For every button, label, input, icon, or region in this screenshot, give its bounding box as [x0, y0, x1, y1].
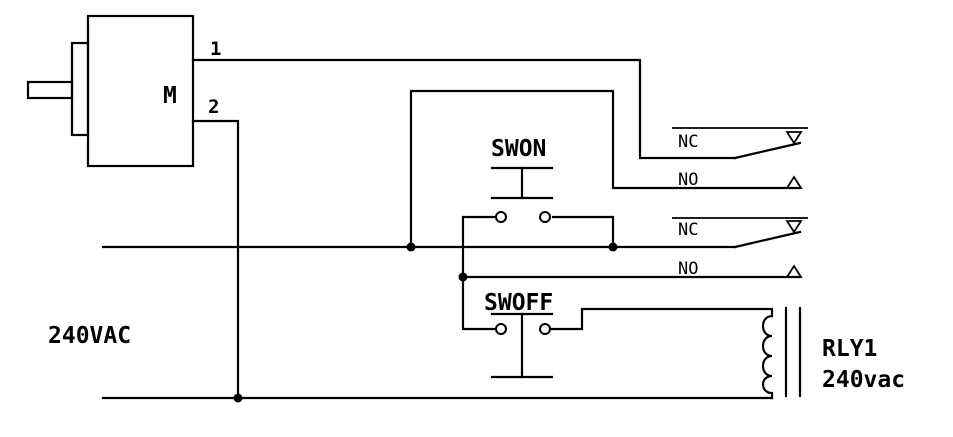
relay-rating: 240vac [822, 367, 905, 393]
swon-label: SWON [491, 136, 546, 162]
switch-on[interactable]: SWON [461, 136, 615, 279]
wire-swon-right [551, 215, 615, 249]
junction-dot [406, 242, 416, 252]
relay-contact-1: NC NO [672, 127, 808, 190]
no1-terminal [785, 175, 803, 189]
wire-swoff-left [461, 275, 500, 331]
wire-feed-no1 [409, 89, 802, 249]
nc1-terminal [785, 131, 803, 145]
supply-label: 240VAC [48, 323, 131, 349]
swon-contact-right [539, 211, 551, 223]
coil-windings [761, 314, 774, 400]
wire-swoff-coil [548, 307, 774, 331]
relay-contact-2: NC NO [611, 217, 808, 279]
swoff-contact-right [539, 323, 551, 335]
motor-label: M [163, 83, 177, 109]
no1-label: NO [678, 170, 698, 190]
nc2-terminal [785, 220, 803, 234]
nc1-label: NC [678, 132, 698, 152]
junction-dot [608, 242, 618, 252]
nc2-label: NC [678, 220, 698, 240]
relay-name: RLY1 [822, 336, 877, 362]
nc1-arm [733, 141, 802, 160]
motor-shaft [26, 80, 74, 100]
motor-pin2-label: 2 [208, 96, 219, 118]
swon-contact-left [495, 211, 507, 223]
relay-coil: RLY1 240vac [761, 306, 905, 400]
switch-off[interactable]: SWOFF [484, 290, 553, 379]
motor: M 1 2 [26, 14, 221, 168]
wire-swon-left [461, 215, 500, 279]
wire-motor-pin1 [191, 58, 737, 160]
junction-dot [233, 393, 243, 403]
swoff-contact-left [495, 323, 507, 335]
wire-motor-pin2 [191, 119, 240, 400]
no2-label: NO [678, 259, 698, 279]
motor-flange [70, 41, 90, 137]
swoff-label: SWOFF [484, 290, 553, 316]
nc2-arm [733, 230, 802, 249]
motor-pin1-label: 1 [210, 38, 221, 60]
junction-dot [458, 272, 468, 282]
motor-body [86, 14, 195, 168]
no2-terminal [785, 264, 803, 278]
